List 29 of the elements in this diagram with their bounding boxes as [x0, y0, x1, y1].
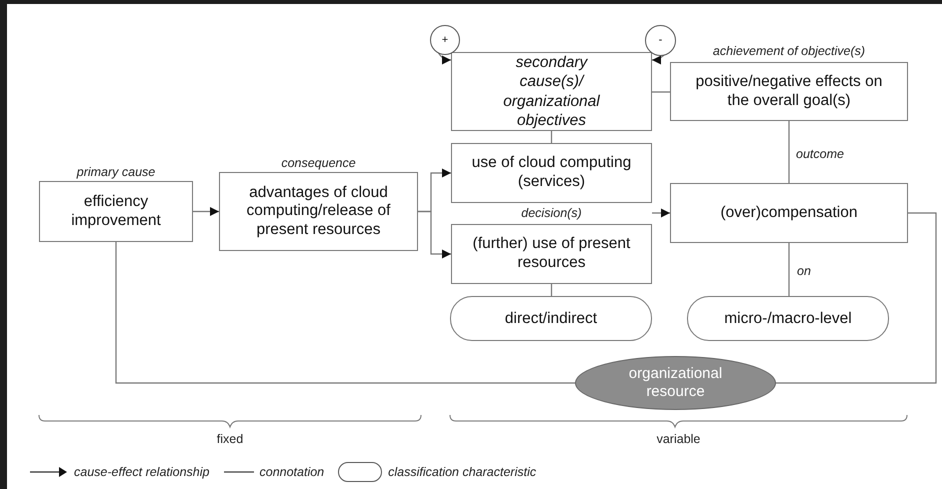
- arrow: [193, 207, 219, 216]
- legend-text: connotation: [260, 464, 324, 481]
- process-box: positive/negative effects on the overall goal(s): [670, 62, 908, 121]
- connector-line: [776, 212, 937, 384]
- arrow: [418, 210, 451, 258]
- brace-label: variable: [656, 431, 702, 448]
- connector-line: [652, 91, 670, 93]
- node-caption: primary cause: [76, 164, 156, 181]
- process-box: advantages of cloud computing/release of present resources: [219, 172, 418, 251]
- process-box: (over)compensation: [670, 183, 908, 243]
- process-box: use of cloud computing (services): [451, 143, 652, 203]
- node-caption: consequence: [280, 155, 357, 172]
- connector-line: [550, 131, 552, 143]
- connector-line: [115, 242, 575, 384]
- connector-line: [788, 121, 790, 183]
- connector-line: [550, 284, 552, 296]
- process-box: efficiency improvement: [39, 181, 193, 242]
- process-box: (further) use of present resources: [451, 224, 652, 284]
- decision-label: decision(s): [520, 205, 583, 222]
- brace-label: fixed: [216, 431, 244, 448]
- legend-text: cause-effect relationship: [74, 464, 210, 481]
- classification-pill: micro-/macro-level: [687, 296, 889, 341]
- node-caption: achievement of objective(s): [712, 43, 866, 60]
- objective-box: secondary cause(s)/ organizational objectives: [451, 52, 652, 131]
- arrow: [652, 208, 670, 218]
- legend-text: classification characteristic: [388, 464, 536, 481]
- arrow: [437, 52, 452, 64]
- connector-line: [788, 243, 790, 296]
- classification-pill: direct/indirect: [450, 296, 652, 341]
